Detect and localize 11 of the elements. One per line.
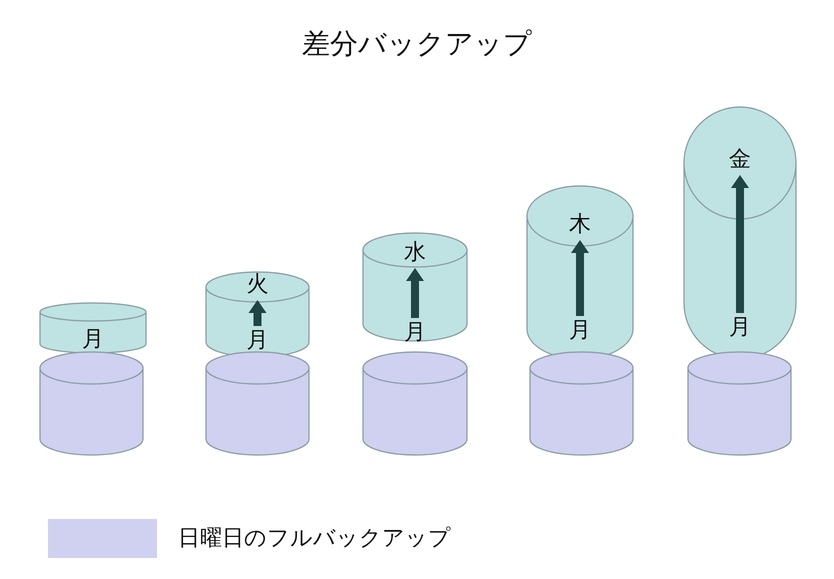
- day-label: 火: [246, 272, 270, 298]
- legend-label: 日曜日のフルバックアップ: [178, 525, 451, 553]
- day-label: 水: [403, 240, 427, 266]
- diagram-title: 差分バックアップ: [301, 26, 533, 62]
- day-label: 月: [81, 327, 105, 353]
- day-label: 月: [246, 328, 270, 354]
- day-label: 金: [728, 147, 752, 173]
- day-label: 月: [568, 318, 592, 344]
- day-label: 木: [568, 212, 592, 238]
- day-label: 月: [403, 320, 427, 346]
- day-label: 月: [728, 315, 752, 341]
